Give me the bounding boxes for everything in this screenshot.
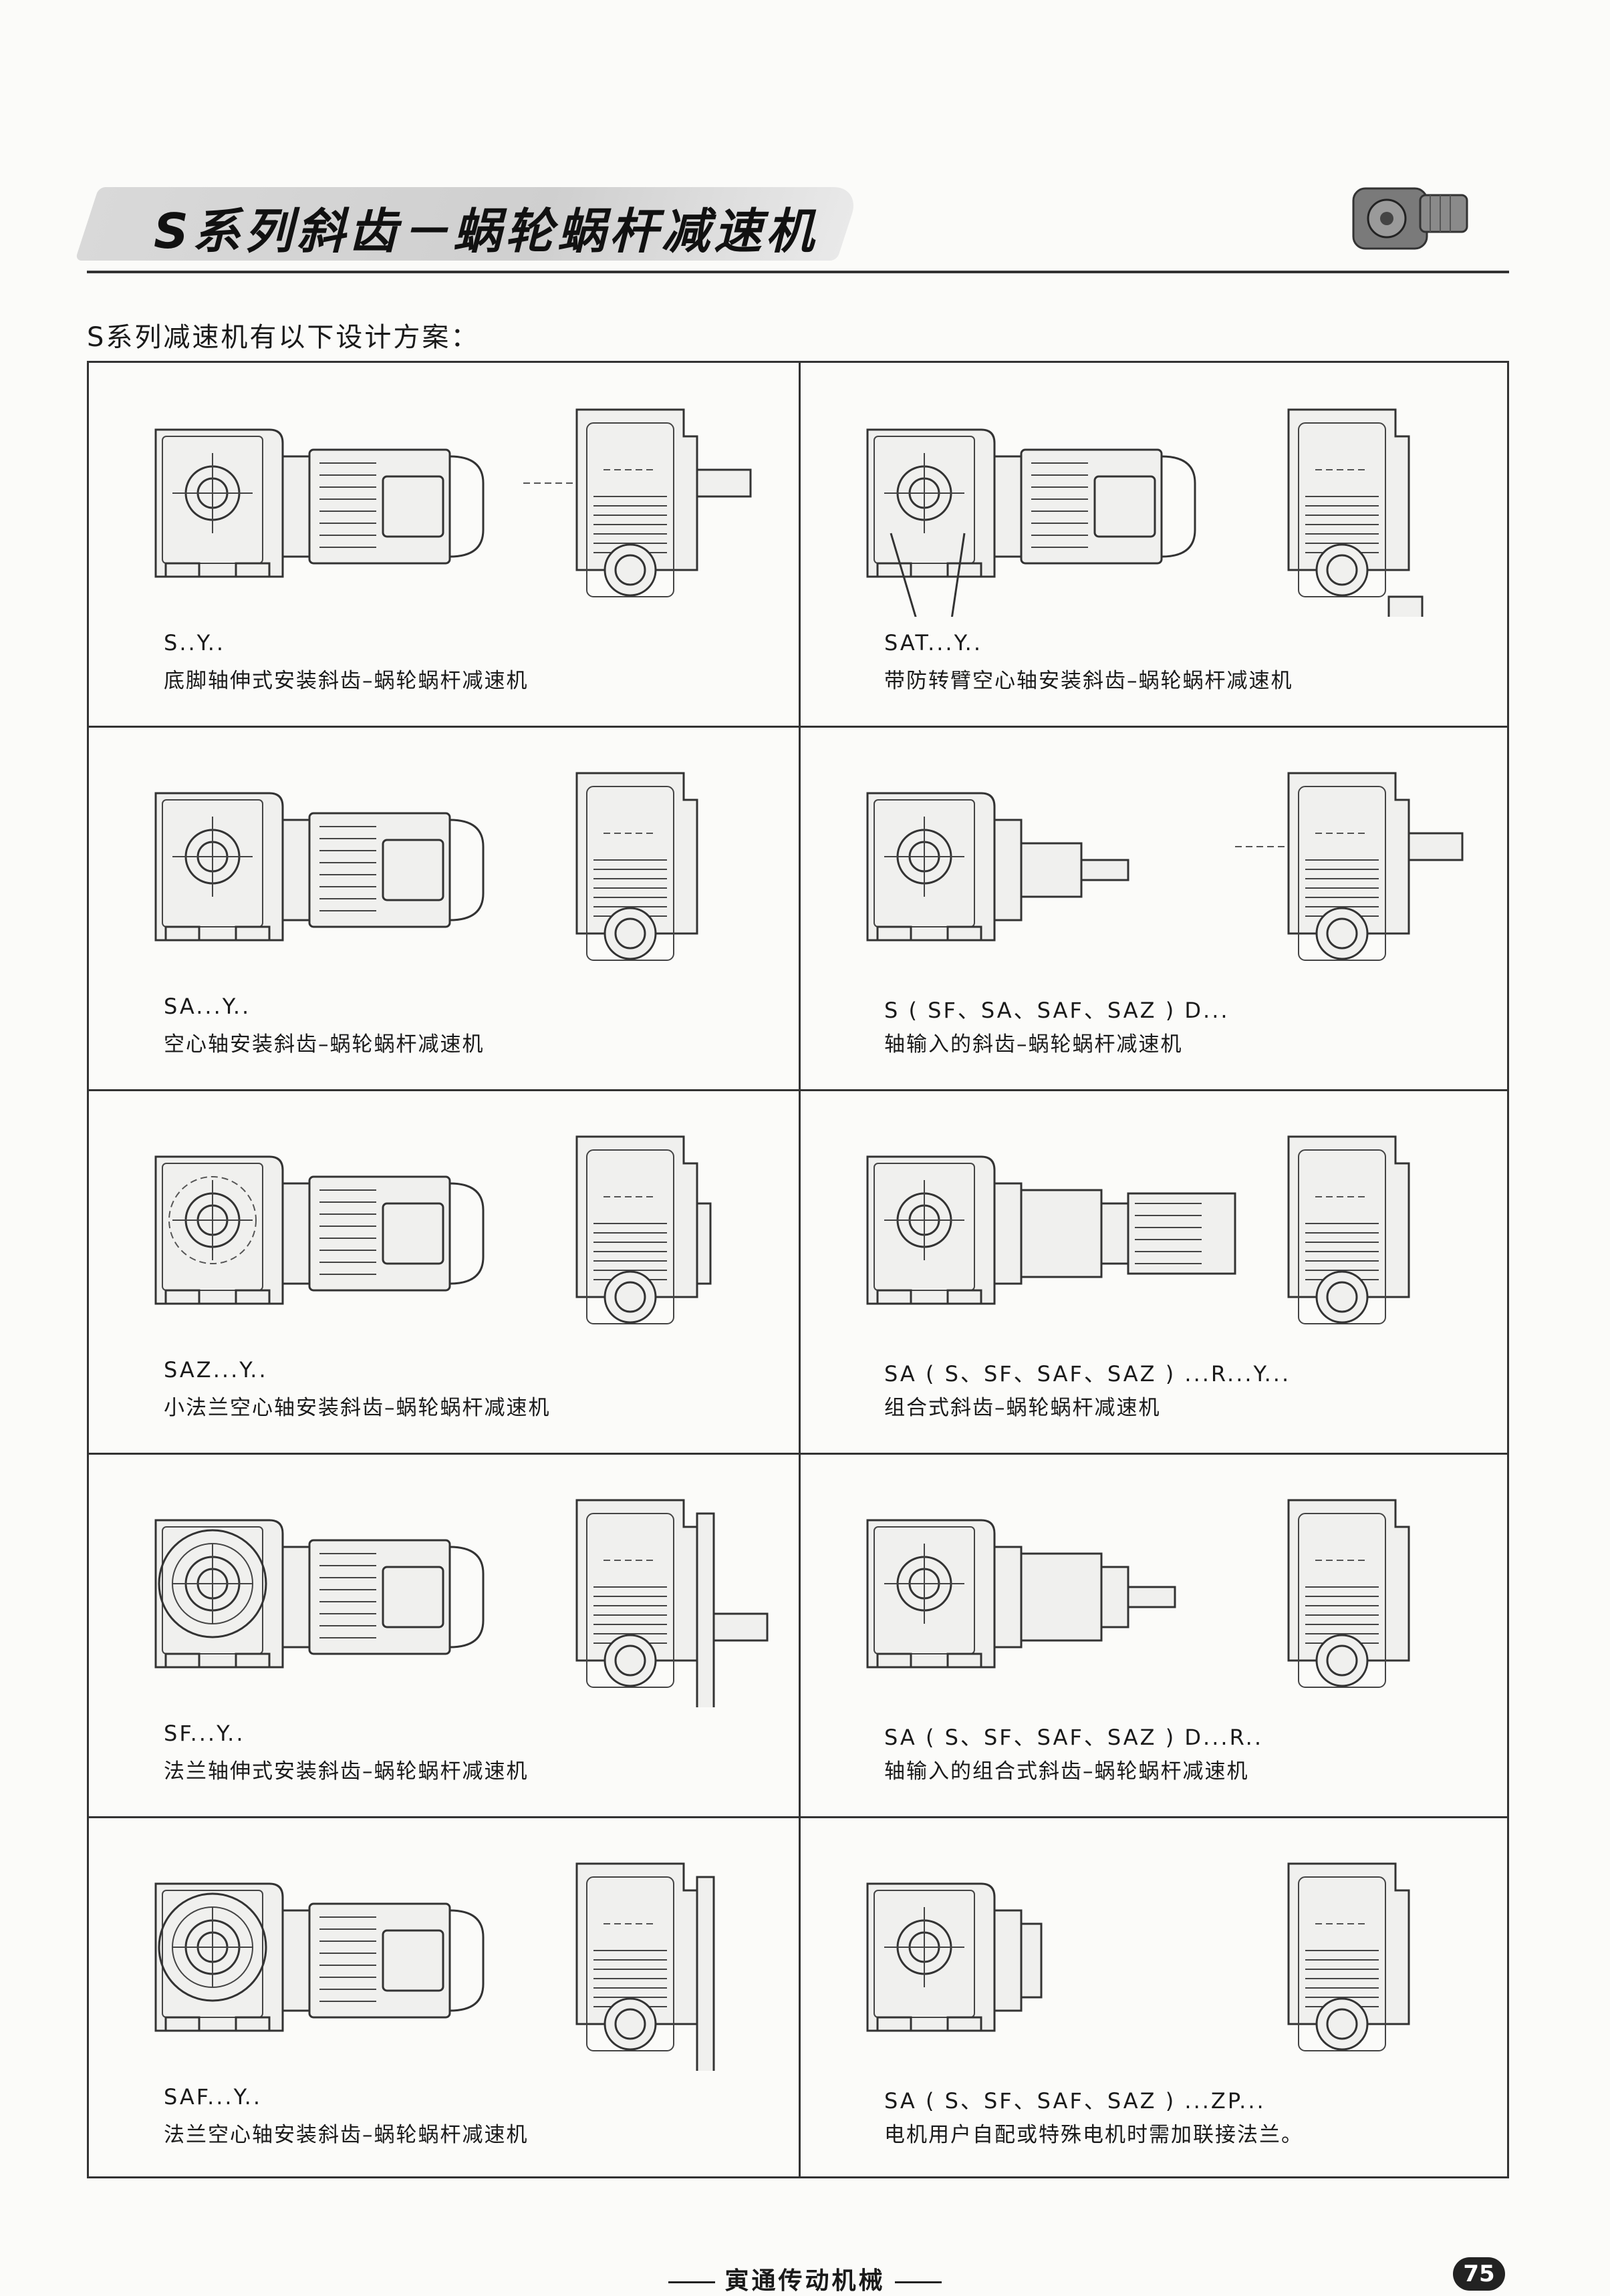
reducer-drawing <box>866 408 1424 617</box>
design-description: 底脚轴伸式安装斜齿–蜗轮蜗杆减速机 <box>164 669 529 693</box>
design-code: SAT...Y.. <box>884 630 982 656</box>
page-number: 75 <box>1453 2257 1505 2291</box>
reducer-drawing <box>866 772 1464 961</box>
reducer-drawing <box>154 1499 769 1707</box>
design-cell: SF...Y.. 法兰轴伸式安装斜齿–蜗轮蜗杆减速机 <box>89 1453 799 1817</box>
reducer-drawing <box>866 1499 1410 1688</box>
design-code: SF...Y.. <box>164 1721 245 1746</box>
design-cell: SA...Y.. 空心轴安装斜齿–蜗轮蜗杆减速机 <box>89 726 799 1090</box>
design-description: 法兰空心轴安装斜齿–蜗轮蜗杆减速机 <box>164 2123 529 2147</box>
grid-divider-vertical <box>799 363 801 2176</box>
grid-divider-row <box>89 1453 1507 1455</box>
design-cell: SAZ...Y.. 小法兰空心轴安装斜齿–蜗轮蜗杆减速机 <box>89 1090 799 1453</box>
design-cell: SA ( S、SF、SAF、SAZ ) D...R.. 轴输入的组合式斜齿–蜗轮蜗… <box>801 1453 1510 1817</box>
design-description: 轴输入的斜齿–蜗轮蜗杆减速机 <box>884 1032 1183 1056</box>
footer-dash <box>894 2281 942 2283</box>
footer: 寅通传动机械 <box>0 2261 1610 2296</box>
design-cell: SAT...Y.. 带防转臂空心轴安装斜齿–蜗轮蜗杆减速机 <box>801 363 1510 726</box>
grid-divider-row <box>89 1816 1507 1818</box>
header-divider <box>87 271 1509 273</box>
design-code: SA ( S、SF、SAF、SAZ ) D...R.. <box>884 1725 1264 1750</box>
design-cell: S..Y.. 底脚轴伸式安装斜齿–蜗轮蜗杆减速机 <box>89 363 799 726</box>
design-cell: S ( SF、SA、SAF、SAZ ) D... 轴输入的斜齿–蜗轮蜗杆减速机 <box>801 726 1510 1090</box>
reducer-drawing <box>154 1135 712 1324</box>
intro-text: S系列减速机有以下设计方案： <box>87 322 480 353</box>
design-description: 组合式斜齿–蜗轮蜗杆减速机 <box>884 1396 1161 1420</box>
design-cell: SA ( S、SF、SAF、SAZ ) ...R...Y... 组合式斜齿–蜗轮蜗… <box>801 1090 1510 1453</box>
page-title: S系列斜齿－蜗轮蜗杆减速机 <box>154 203 818 259</box>
gear-reducer-logo-image <box>1352 187 1468 250</box>
design-code: S ( SF、SA、SAF、SAZ ) D... <box>884 998 1230 1023</box>
design-code: SA...Y.. <box>164 994 251 1019</box>
design-options-grid: S..Y.. 底脚轴伸式安装斜齿–蜗轮蜗杆减速机 SAT...Y.. 带防转臂空心轴安… <box>87 361 1509 2178</box>
design-code: SA ( S、SF、SAF、SAZ ) ...R...Y... <box>884 1361 1291 1387</box>
design-code: S..Y.. <box>164 630 226 656</box>
reducer-drawing <box>866 1135 1410 1324</box>
grid-divider-row <box>89 1089 1507 1091</box>
design-description: 法兰轴伸式安装斜齿–蜗轮蜗杆减速机 <box>164 1759 529 1783</box>
reducer-drawing <box>154 408 752 597</box>
grid-divider-row <box>89 726 1507 728</box>
reducer-drawing <box>154 772 698 961</box>
design-cell: SA ( S、SF、SAF、SAZ ) ...ZP... 电机用户自配或特殊电机时… <box>801 1817 1510 2180</box>
design-description: 空心轴安装斜齿–蜗轮蜗杆减速机 <box>164 1032 485 1056</box>
design-code: SAF...Y.. <box>164 2084 262 2110</box>
design-code: SAZ...Y.. <box>164 1357 268 1383</box>
design-cell: SAF...Y.. 法兰空心轴安装斜齿–蜗轮蜗杆减速机 <box>89 1817 799 2180</box>
footer-company: 寅通传动机械 <box>724 2267 886 2295</box>
footer-dash <box>668 2281 716 2283</box>
reducer-drawing <box>866 1862 1410 2051</box>
design-description: 带防转臂空心轴安装斜齿–蜗轮蜗杆减速机 <box>884 669 1293 693</box>
reducer-drawing <box>154 1862 715 2071</box>
design-description: 电机用户自配或特殊电机时需加联接法兰。 <box>884 2123 1303 2147</box>
design-description: 轴输入的组合式斜齿–蜗轮蜗杆减速机 <box>884 1759 1249 1783</box>
design-description: 小法兰空心轴安装斜齿–蜗轮蜗杆减速机 <box>164 1396 551 1420</box>
design-code: SA ( S、SF、SAF、SAZ ) ...ZP... <box>884 2088 1266 2114</box>
